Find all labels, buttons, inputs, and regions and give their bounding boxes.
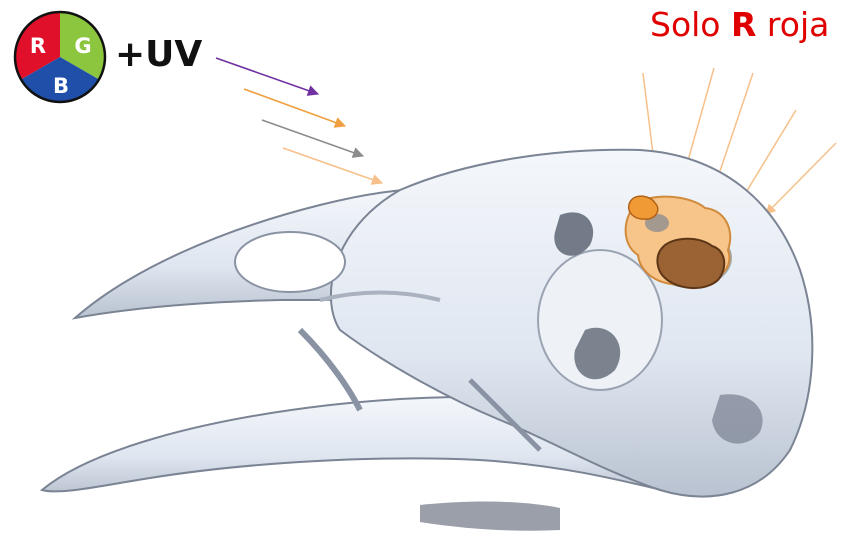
red-light-arrow-3 [715,73,753,186]
red-title-suffix: roja [756,5,829,44]
red-title-prefix: Solo [650,5,731,44]
skull-nasal-opening [235,232,345,292]
rgb-letter-g: G [74,34,91,58]
red-only-title: Solo R roja [650,5,829,44]
rgb-letter-r: R [30,34,46,58]
incoming-light-arrows-left [216,58,382,183]
light-orange-arrow [283,148,382,183]
gray-light-arrow [262,120,363,156]
red-title-bold: R [731,5,756,44]
red-light-arrow-5 [766,143,836,214]
rgb-circle-icon: R G B [15,12,105,102]
uv-light-arrow [216,58,318,94]
rgb-letter-b: B [53,74,69,98]
cell-cluster-dark [657,239,724,288]
orange-light-arrow [244,89,345,126]
uv-label: +UV [115,34,202,75]
red-light-arrow-4 [742,110,796,199]
